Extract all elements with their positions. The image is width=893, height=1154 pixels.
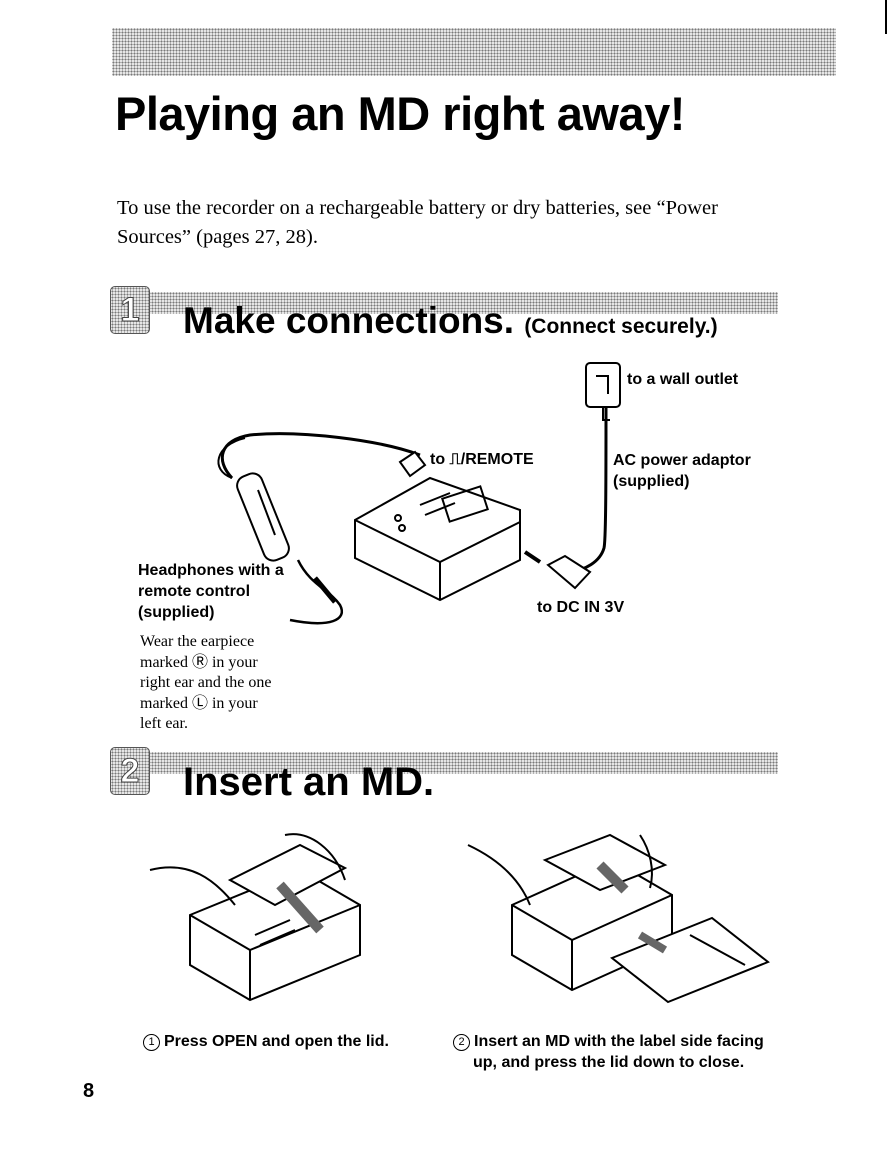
edge-mark (885, 0, 887, 34)
label-headphones-line1: Headphones with a (138, 562, 284, 579)
remote-control-icon (236, 472, 290, 562)
step1-title: Make connections. (Connect securely.) (183, 300, 718, 342)
step2-title: Insert an MD. (183, 760, 435, 804)
caption-text-2-line1: Insert an MD with the label side facing (474, 1033, 764, 1050)
earpiece-note: Wear the earpiece marked Ⓡ in your right… (140, 632, 272, 735)
step2-band (148, 752, 778, 774)
note-line: marked Ⓛ in your (140, 694, 258, 712)
caption-number-2: 2 (453, 1034, 470, 1051)
label-headphones-line2: remote control (138, 583, 251, 600)
step2-number-badge: 2 (110, 747, 150, 795)
label-headphones-line3: (supplied) (138, 604, 215, 621)
step1-title-text: Make connections. (183, 300, 515, 341)
header-pattern-band (112, 28, 836, 76)
page-title: Playing an MD right away! (115, 87, 685, 140)
label-remote-jack: to ⎍/REMOTE (430, 451, 534, 468)
dc-plug-icon (546, 554, 592, 590)
step1-subtitle: (Connect securely.) (524, 315, 718, 338)
step1-number-badge: 1 (110, 286, 150, 334)
label-ac-adaptor-line2: (supplied) (613, 473, 690, 490)
note-line: left ear. (140, 715, 188, 732)
label-dc-in: to DC IN 3V (537, 599, 625, 616)
page-number: 8 (83, 1080, 95, 1102)
open-lid-illustration (149, 833, 361, 1002)
insert-md-illustration (467, 833, 770, 1004)
caption-text-2-line2: up, and press the lid down to close. (473, 1054, 745, 1071)
caption-number-1: 1 (143, 1034, 160, 1051)
label-wall-outlet: to a wall outlet (627, 371, 739, 388)
note-line: marked Ⓡ in your (140, 653, 258, 671)
label-ac-adaptor-line1: AC power adaptor (613, 452, 751, 469)
intro-text: To use the recorder on a rechargeable ba… (117, 197, 718, 248)
label-ac-adaptor: AC power adaptor (supplied) (613, 450, 751, 492)
caption-text-1: Press OPEN and open the lid. (164, 1033, 389, 1050)
note-line: right ear and the one (140, 674, 272, 691)
step1-band (148, 292, 778, 314)
md-recorder-icon (354, 476, 521, 602)
label-headphones: Headphones with a remote control (suppli… (138, 560, 284, 623)
note-line: Wear the earpiece (140, 633, 255, 650)
